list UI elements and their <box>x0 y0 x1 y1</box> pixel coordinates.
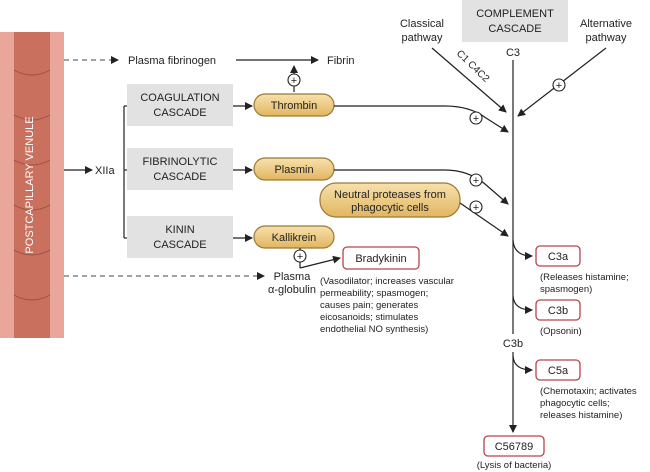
svg-text:COAGULATION: COAGULATION <box>140 92 219 104</box>
c5a-desc-2: phagocytic cells; <box>540 398 610 409</box>
svg-text:permeability; spasmogen;: permeability; spasmogen; <box>320 288 428 299</box>
kinin-cascade-box: KININ CASCADE <box>127 216 233 258</box>
arrow-to-c3a <box>512 239 533 260</box>
svg-text:eicosanoids; stimulates: eicosanoids; stimulates <box>320 312 418 323</box>
c1c4c2-label: C1 C4C2 <box>454 48 492 85</box>
svg-text:+: + <box>297 251 303 263</box>
svg-text:Bradykinin: Bradykinin <box>355 253 406 265</box>
svg-text:phagocytic cells: phagocytic cells <box>351 202 429 214</box>
bradykinin-description: (Vasodilator; increases vascular permeab… <box>320 276 454 335</box>
c3a-desc-1: (Releases histamine; <box>540 272 629 283</box>
venule-cell-borders <box>13 69 51 301</box>
coagulation-cascade-box: COAGULATION CASCADE <box>127 84 233 126</box>
c3b-box: C3b <box>535 299 581 321</box>
plasmin-pill: Plasmin <box>253 157 335 181</box>
svg-text:COMPLEMENT: COMPLEMENT <box>476 8 554 20</box>
arrow-thrombin-c3 <box>334 105 509 133</box>
c56789-desc: (Lysis of bacteria) <box>477 460 552 471</box>
complement-cascade-box: COMPLEMENT CASCADE <box>462 0 568 42</box>
svg-text:C3b: C3b <box>548 305 568 317</box>
plasma-globulin-label-2: α-globulin <box>268 284 316 296</box>
c5a-desc-3: releases histamine) <box>540 410 622 421</box>
svg-text:CASCADE: CASCADE <box>153 171 206 183</box>
arrow-proteases-c3 <box>459 202 509 237</box>
svg-text:endothelial NO synthesis): endothelial NO synthesis) <box>320 324 428 335</box>
plus-circle-icon: + <box>287 73 301 87</box>
svg-text:FIBRINOLYTIC: FIBRINOLYTIC <box>143 156 218 168</box>
alternative-pathway-label-1: Alternative <box>580 18 632 30</box>
plus-circle-icon: + <box>293 249 307 263</box>
c5a-box: C5a <box>535 359 581 381</box>
thrombin-pill: Thrombin <box>253 93 335 117</box>
svg-text:Plasmin: Plasmin <box>274 164 313 176</box>
postcapillary-venule: POSTCAPILLARY VENULE <box>0 32 64 338</box>
svg-text:CASCADE: CASCADE <box>153 107 206 119</box>
plus-circle-icon: + <box>469 200 483 214</box>
plasma-globulin-label-1: Plasma <box>274 271 312 283</box>
c3-label: C3 <box>506 47 520 59</box>
svg-text:KININ: KININ <box>165 224 194 236</box>
arrow-to-c5a <box>512 355 533 374</box>
c3a-desc-2: spasmogen) <box>540 284 592 295</box>
svg-text:Thrombin: Thrombin <box>271 100 317 112</box>
svg-text:+: + <box>473 202 479 214</box>
classical-pathway-label-2: pathway <box>402 32 443 44</box>
fibrin-label: Fibrin <box>327 55 355 67</box>
kallikrein-pill: Kallikrein <box>253 225 335 249</box>
svg-text:+: + <box>473 175 479 187</box>
svg-text:C3a: C3a <box>548 251 569 263</box>
svg-text:+: + <box>473 113 479 125</box>
venule-label: POSTCAPILLARY VENULE <box>24 116 36 253</box>
svg-text:Neutral proteases from: Neutral proteases from <box>334 189 446 201</box>
svg-text:C56789: C56789 <box>495 441 534 453</box>
svg-text:CASCADE: CASCADE <box>153 239 206 251</box>
svg-text:+: + <box>291 75 297 87</box>
arrow-plasmin-c3 <box>334 169 509 205</box>
c3b-desc: (Opsonin) <box>540 326 582 337</box>
xiia-label: XIIa <box>95 165 115 177</box>
svg-text:CASCADE: CASCADE <box>488 23 541 35</box>
classical-pathway-label-1: Classical <box>400 18 444 30</box>
c3b-main-label: C3b <box>503 338 523 350</box>
svg-text:Kallikrein: Kallikrein <box>272 232 317 244</box>
neutral-proteases-pill: Neutral proteases from phagocytic cells <box>319 182 461 218</box>
alternative-pathway-label-2: pathway <box>586 32 627 44</box>
plus-circle-icon: + <box>469 173 483 187</box>
svg-text:(Vasodilator; increases vascul: (Vasodilator; increases vascular <box>320 276 454 287</box>
fibrinolytic-cascade-box: FIBRINOLYTIC CASCADE <box>127 148 233 190</box>
arrow-classical-c3 <box>431 47 507 113</box>
svg-text:causes pain; generates: causes pain; generates <box>320 300 418 311</box>
bradykinin-box: Bradykinin <box>342 246 420 270</box>
svg-text:C5a: C5a <box>548 365 569 377</box>
plus-circle-icon: + <box>552 78 566 92</box>
c56789-box: C56789 <box>483 435 545 457</box>
c3a-box: C3a <box>535 245 581 267</box>
plus-circle-icon: + <box>469 111 483 125</box>
c5a-desc-1: (Chemotaxin; activates <box>540 386 637 397</box>
arrow-to-bradykinin <box>299 255 341 269</box>
svg-text:+: + <box>556 80 562 92</box>
plasma-fibrinogen-label: Plasma fibrinogen <box>128 55 216 67</box>
arrow-to-c3b <box>512 295 533 314</box>
